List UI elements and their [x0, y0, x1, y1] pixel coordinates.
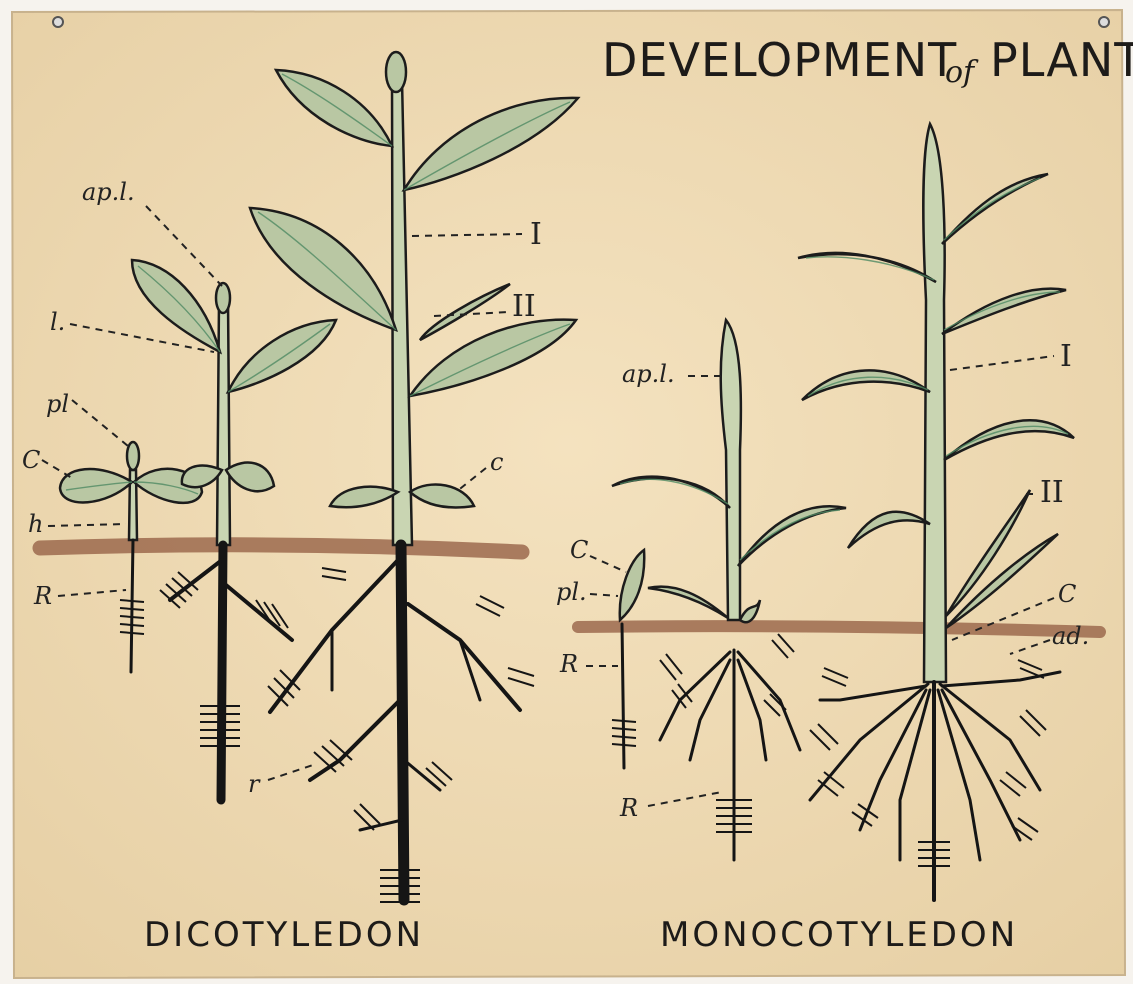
- dicot-label-pl: pl: [46, 390, 69, 418]
- dicot-label-C: C: [22, 446, 40, 474]
- dicot-label-h: h: [28, 510, 43, 538]
- dicot-label-l: l.: [50, 308, 65, 336]
- caption-monocot: MONOCOTYLEDON: [660, 915, 1018, 955]
- title-plant: PLANT: [990, 33, 1133, 87]
- monocot-label-pl: pl.: [556, 578, 587, 606]
- monocot-label-I: I: [1060, 339, 1072, 374]
- tack-hole-left: [53, 17, 63, 27]
- dicot-label-R: R: [33, 582, 52, 610]
- dicot-label-ap-l: ap.l.: [82, 178, 135, 206]
- tack-hole-right: [1099, 17, 1109, 27]
- caption-dicot: DICOTYLEDON: [144, 915, 424, 955]
- soil-line-monocot: [578, 626, 1100, 632]
- monocot-label-ad: ad.: [1052, 622, 1089, 650]
- monocot-label-R2: R: [619, 794, 638, 822]
- monocot-label-C2: C: [1058, 580, 1076, 608]
- soil-line-dicot: [40, 545, 522, 552]
- dicot-label-c: c: [490, 448, 503, 476]
- monocot-label-C: C: [570, 536, 588, 564]
- monocot-label-II: II: [1040, 475, 1064, 510]
- dicot-label-I: I: [530, 217, 542, 252]
- title-main: DEVELOPMENT: [602, 33, 957, 87]
- monocot-label-ap-l: ap.l.: [622, 360, 675, 388]
- dicot-label-II: II: [512, 289, 536, 324]
- title-of: of: [945, 55, 979, 90]
- monocot-label-R: R: [559, 650, 578, 678]
- dicot-label-r: r: [248, 770, 261, 798]
